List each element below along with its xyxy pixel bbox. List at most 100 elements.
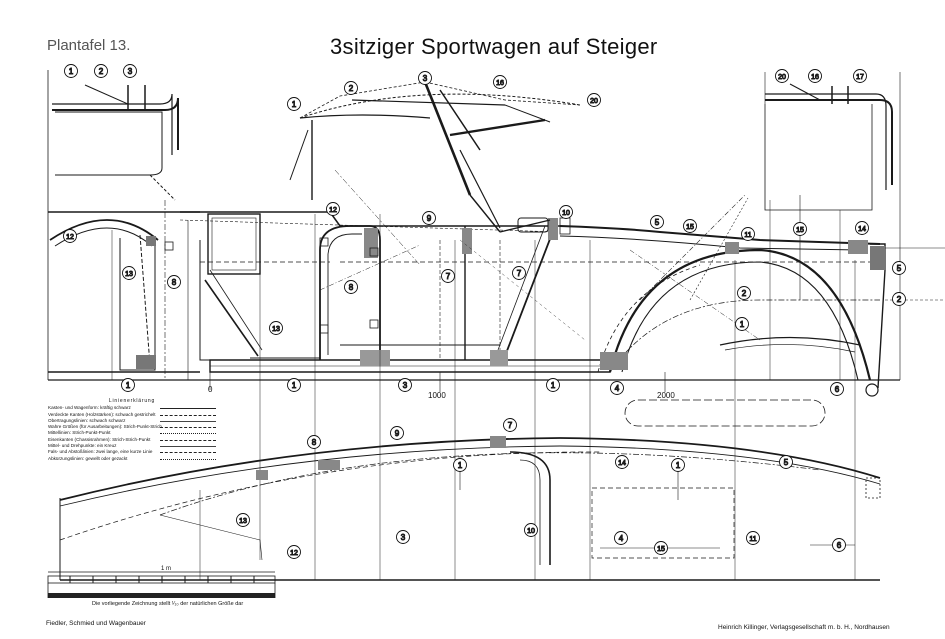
dim-1000: 1000 (428, 391, 446, 400)
callout-number: 10 (527, 528, 535, 535)
callout-number: 12 (329, 207, 337, 214)
callout-number: 16 (496, 80, 504, 87)
callout-number: 2 (742, 289, 747, 298)
callout-circle (559, 205, 573, 219)
footer-author: Fiedler, Schmied und Wagenbauer (46, 620, 146, 627)
callout-circle (654, 541, 668, 555)
callout-circle (63, 229, 77, 243)
callout-circle (123, 64, 137, 78)
callout-circle (236, 513, 250, 527)
callout-circle (287, 97, 301, 111)
callout-number: 5 (784, 458, 789, 467)
callout-number: 10 (562, 210, 570, 217)
callout-circle (287, 545, 301, 559)
callout-circle (892, 292, 906, 306)
callout-number: 4 (615, 384, 620, 393)
legend-row: Obertragungslinien: schwach schwarz (48, 418, 216, 424)
callout-circle (121, 378, 135, 392)
callout-number: 1 (292, 381, 297, 390)
callout-number: 9 (427, 214, 432, 223)
callout-circle (422, 211, 436, 225)
callout-number: 5 (897, 264, 902, 273)
callout-number: 3 (403, 381, 408, 390)
legend-row: Mittellinien: Strich-Punkt-Punkt (48, 430, 216, 436)
dim-0: 0 (208, 385, 213, 394)
legend-row: Abkürzungslinien: gewellt oder gezackt (48, 456, 216, 462)
callout-number: 8 (312, 438, 317, 447)
callout-circle (793, 222, 807, 236)
callout-circle (855, 221, 869, 235)
callout-number: 6 (837, 541, 842, 550)
dim-2000: 2000 (657, 391, 675, 400)
callout-number: 7 (446, 272, 451, 281)
callout-circle (503, 418, 517, 432)
callout-circle (546, 378, 560, 392)
legend-row: Fals- und Abstoßlinien: zwei lange, eine… (48, 449, 216, 455)
callout-circle (650, 215, 664, 229)
callout-circle (167, 275, 181, 289)
legend-row-text: Mittel- und Drehpunkte: ein Kreuz (48, 443, 117, 449)
scale-caption: Die vorliegende Zeichnung stellt ¹⁄₁₀ de… (92, 601, 244, 607)
footer-publisher: Heinrich Killinger, Verlagsgesellschaft … (718, 624, 890, 631)
callout-circle (614, 531, 628, 545)
callout-number: 13 (125, 271, 133, 278)
legend-row-text: Eisenkanten (Chassisrahmen): Strich-Stri… (48, 436, 151, 442)
callout-number: 1 (458, 461, 463, 470)
scale-bar: 1 m (47, 566, 276, 598)
callout-circle (396, 530, 410, 544)
callout-number: 9 (395, 429, 400, 438)
drawing-title: 3sitziger Sportwagen auf Steiger (330, 34, 658, 59)
callout-circle (453, 458, 467, 472)
callout-circle (737, 286, 751, 300)
plate-label: Plantafel 13. (47, 37, 131, 54)
line-legend: Linienerklärung Kasten- und Wagenform: k… (48, 398, 216, 462)
callout-number: 1 (292, 100, 297, 109)
callout-circle (418, 71, 432, 85)
callout-circle (775, 69, 789, 83)
callout-circle (493, 75, 507, 89)
callout-circle (344, 280, 358, 294)
callout-number: 4 (619, 534, 624, 543)
callout-number: 12 (66, 234, 74, 241)
callout-number: 8 (172, 278, 177, 287)
legend-line-sample (160, 414, 216, 416)
legend-row-text: Abkürzungslinien: gewellt oder gezackt (48, 455, 128, 461)
callout-number: 15 (796, 227, 804, 234)
legend-line-sample (160, 452, 216, 454)
callout-number: 1 (740, 320, 745, 329)
callout-number: 15 (657, 546, 665, 553)
callout-number: 17 (856, 74, 864, 81)
callout-number: 7 (508, 421, 513, 430)
callout-circle (587, 93, 601, 107)
callout-circle (892, 261, 906, 275)
legend-row-text: Kasten- und Wagenform: kräftig schwarz (48, 405, 131, 411)
callout-circle (512, 266, 526, 280)
callout-circle (390, 426, 404, 440)
legend-line-sample (160, 420, 216, 422)
callout-number: 13 (272, 326, 280, 333)
callout-number: 7 (517, 269, 522, 278)
folding-top (289, 81, 581, 233)
callout-circle (269, 321, 283, 335)
left-end-view (47, 70, 200, 380)
legend-line-sample (160, 433, 216, 435)
callout-number: 12 (290, 550, 298, 557)
callout-circle (122, 266, 136, 280)
callout-circle (746, 531, 760, 545)
callout-number: 20 (778, 74, 786, 81)
legend-line-sample (160, 427, 216, 429)
callout-circle (287, 378, 301, 392)
callout-circle (615, 455, 629, 469)
callout-number: 3 (128, 67, 133, 76)
callout-number: 15 (686, 224, 694, 231)
callout-circle (307, 435, 321, 449)
callout-number: 3 (423, 74, 428, 83)
callout-number: 20 (590, 98, 598, 105)
legend-row-text: Mittellinien: Strich-Punkt-Punkt (48, 430, 111, 436)
callout-circle (94, 64, 108, 78)
callout-number: 11 (744, 232, 751, 239)
callout-number: 14 (858, 226, 866, 233)
callout-circle (524, 523, 538, 537)
callout-circle (610, 381, 624, 395)
